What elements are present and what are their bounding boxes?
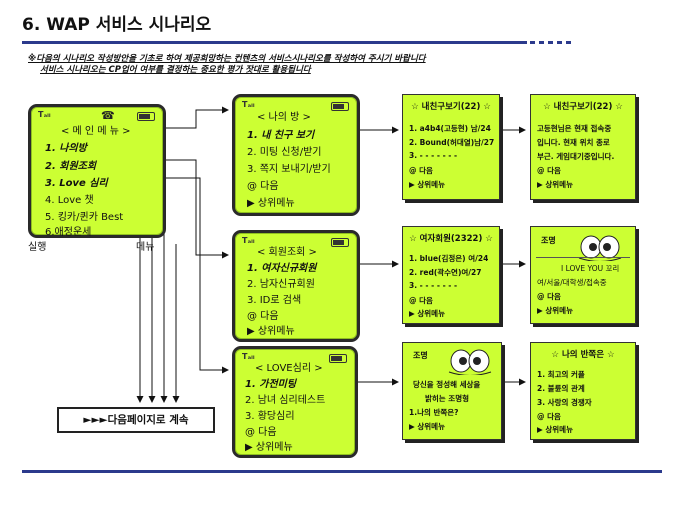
signal-icon: Tₐₗₗ bbox=[242, 236, 255, 245]
soulmate-item-2[interactable]: 2. 불륜의 관계 bbox=[537, 384, 585, 393]
women-members-panel: ☆ 여자회원(2322) ☆ 1. blue(김정은) 여/24 2. red(… bbox=[402, 226, 500, 324]
soulmate-next[interactable]: @ 다음 bbox=[537, 412, 561, 421]
page-title: 6. WAP 서비스 시나리오 bbox=[22, 15, 212, 35]
woman-row-1[interactable]: 1. blue(김정은) 여/24 bbox=[409, 254, 489, 263]
menu-item-member-search[interactable]: 2. 회원조회 bbox=[45, 161, 97, 172]
smiley-character-icon bbox=[448, 349, 492, 375]
member-search-item-1[interactable]: 1. 여자신규회원 bbox=[247, 263, 317, 274]
soulmate-up[interactable]: ▶ 상위메뉴 bbox=[537, 425, 573, 434]
profile-line-1: I LOVE YOU 꼬리 bbox=[561, 264, 620, 273]
soulmate-panel: ☆ 나의 반쪽은 ☆ 1. 최고의 커플 2. 불륜의 관계 3. 사랑의 경쟁… bbox=[530, 342, 636, 440]
profile-next[interactable]: @ 다음 bbox=[537, 292, 561, 301]
psych-up[interactable]: ▶ 상위메뉴 bbox=[409, 422, 445, 431]
my-room-item-3[interactable]: 3. 쪽지 보내기/받기 bbox=[247, 164, 331, 175]
friend-row-3: 3. - - - - - - - bbox=[409, 151, 458, 160]
friend-detail-line-2: 입니다. 현재 위치 종로 bbox=[537, 138, 610, 147]
battery-icon bbox=[137, 112, 155, 121]
love-psych-item-1[interactable]: 1. 가전미팅 bbox=[245, 379, 297, 390]
profile-up[interactable]: ▶ 상위메뉴 bbox=[537, 306, 573, 315]
my-room-item-2[interactable]: 2. 미팅 신청/받기 bbox=[247, 147, 322, 158]
love-psych-up[interactable]: ▶ 상위메뉴 bbox=[245, 442, 293, 453]
softkey-left[interactable]: 실행 bbox=[28, 242, 47, 253]
friends-list-panel: ☆ 내친구보기(22) ☆ 1. a4b4(고등현) 남/24 2. Bound… bbox=[402, 94, 500, 200]
friend-detail-up[interactable]: ▶ 상위메뉴 bbox=[537, 180, 573, 189]
love-psych-item-2[interactable]: 2. 남녀 심리테스트 bbox=[245, 395, 326, 406]
bottom-rule bbox=[22, 470, 662, 473]
softkey-right[interactable]: 메뉴 bbox=[136, 242, 155, 253]
main-menu-screen: Tₐₗₗ ☎ < 메 인 메 뉴 > 1. 나의방 2. 회원조회 3. Lov… bbox=[28, 104, 166, 238]
battery-icon bbox=[329, 354, 347, 363]
psych-char-label: 조명 bbox=[413, 351, 428, 360]
love-psych-screen: Tₐₗₗ < LOVE심리 > 1. 가전미팅 2. 남녀 심리테스트 3. 황… bbox=[232, 346, 358, 458]
my-room-item-1[interactable]: 1. 내 친구 보기 bbox=[247, 130, 315, 141]
member-search-next[interactable]: @ 다음 bbox=[247, 311, 279, 322]
friend-detail-panel: ☆ 내친구보기(22) ☆ 고등현님은 현재 접속중 입니다. 현재 위치 종로… bbox=[530, 94, 636, 200]
women-up[interactable]: ▶ 상위메뉴 bbox=[409, 309, 445, 318]
menu-item-fortune[interactable]: 6.애정운세 bbox=[45, 227, 92, 238]
subtitle-line-2: 서비스 시나리오는 CP업어 여부를 결정하는 중요한 평가 잣대로 활용됩니다 bbox=[40, 65, 311, 75]
woman-row-2[interactable]: 2. red(곽수연)여/27 bbox=[409, 268, 482, 277]
love-psych-next[interactable]: @ 다음 bbox=[245, 427, 277, 438]
signal-icon: Tₐₗₗ bbox=[38, 110, 51, 119]
psych-result-panel: 조명 당신을 정성해 세상을 밝히는 조명형 1.나의 반쪽은? ▶ 상위메뉴 bbox=[402, 342, 502, 440]
smiley-character-icon bbox=[578, 235, 622, 261]
love-psych-item-3[interactable]: 3. 황당심리 bbox=[245, 411, 295, 422]
friends-next[interactable]: @ 다음 bbox=[409, 166, 433, 175]
friend-detail-line-3: 부근. 게임대기중입니다. bbox=[537, 152, 615, 161]
profile-panel: 조명 I LOVE YOU 꼬리 여/서울/대학생/접속중 @ 다음 ▶ 상위메… bbox=[530, 226, 636, 324]
woman-row-3: 3. - - - - - - - bbox=[409, 281, 458, 290]
profile-line-2: 여/서울/대학생/접속중 bbox=[537, 278, 607, 287]
friend-row-2[interactable]: 2. Bound(허대열)남/27 bbox=[409, 138, 495, 147]
status-bar: Tₐₗₗ bbox=[38, 110, 155, 121]
member-search-screen: Tₐₗₗ < 회원조회 > 1. 여자신규회원 2. 남자신규회원 3. ID로… bbox=[232, 230, 360, 342]
menu-item-love-chat[interactable]: 4. Love 챗 bbox=[45, 195, 94, 206]
subtitle-line-1: ※다음의 시나리오 작성방안을 기초로 하여 제공희망하는 컨텐츠의 서비스시나… bbox=[28, 54, 426, 64]
psych-line-1: 당신을 정성해 세상을 bbox=[413, 380, 481, 389]
member-search-item-2[interactable]: 2. 남자신규회원 bbox=[247, 279, 315, 290]
main-menu-title: < 메 인 메 뉴 > bbox=[61, 126, 131, 137]
friend-row-1[interactable]: 1. a4b4(고등현) 남/24 bbox=[409, 124, 491, 133]
love-psych-title: < LOVE심리 > bbox=[255, 363, 323, 374]
profile-divider bbox=[536, 257, 630, 258]
title-underline bbox=[22, 41, 527, 44]
menu-item-love-psych[interactable]: 3. Love 심리 bbox=[45, 178, 108, 189]
women-next[interactable]: @ 다음 bbox=[409, 296, 433, 305]
my-room-up[interactable]: ▶ 상위메뉴 bbox=[247, 198, 295, 209]
friends-list-title: ☆ 내친구보기(22) ☆ bbox=[411, 102, 491, 112]
soulmate-title: ☆ 나의 반쪽은 ☆ bbox=[551, 350, 615, 360]
member-search-up[interactable]: ▶ 상위메뉴 bbox=[247, 326, 295, 337]
women-members-title: ☆ 여자회원(2322) ☆ bbox=[409, 234, 493, 244]
friend-detail-title: ☆ 내친구보기(22) ☆ bbox=[543, 102, 623, 112]
friend-detail-next[interactable]: @ 다음 bbox=[537, 166, 561, 175]
battery-icon bbox=[331, 238, 349, 247]
member-search-item-3[interactable]: 3. ID로 검색 bbox=[247, 295, 302, 306]
my-room-title: < 나의 방 > bbox=[257, 112, 311, 123]
signal-icon: Tₐₗₗ bbox=[242, 100, 255, 109]
menu-item-my-room[interactable]: 1. 나의방 bbox=[45, 143, 87, 154]
psych-line-2: 밝히는 조명형 bbox=[425, 394, 470, 403]
soulmate-item-3[interactable]: 3. 사랑의 경쟁자 bbox=[537, 398, 592, 407]
signal-icon: Tₐₗₗ bbox=[242, 352, 255, 361]
friends-up[interactable]: ▶ 상위메뉴 bbox=[409, 180, 445, 189]
my-room-next[interactable]: @ 다음 bbox=[247, 181, 279, 192]
title-dotted-rule bbox=[530, 41, 575, 44]
soulmate-item-1[interactable]: 1. 최고의 커플 bbox=[537, 370, 585, 379]
continue-next-page-box: ►►►다음페이지로 계속 bbox=[57, 407, 215, 433]
phone-icon: ☎ bbox=[101, 109, 115, 122]
friend-detail-line-1: 고등현님은 현재 접속중 bbox=[537, 124, 612, 133]
member-search-title: < 회원조회 > bbox=[257, 247, 317, 258]
my-room-screen: Tₐₗₗ < 나의 방 > 1. 내 친구 보기 2. 미팅 신청/받기 3. … bbox=[232, 94, 360, 216]
psych-soulmate-link[interactable]: 1.나의 반쪽은? bbox=[409, 408, 459, 417]
menu-item-best[interactable]: 5. 킹카/퀸카 Best bbox=[45, 212, 124, 223]
battery-icon bbox=[331, 102, 349, 111]
profile-char-label: 조명 bbox=[541, 236, 556, 245]
